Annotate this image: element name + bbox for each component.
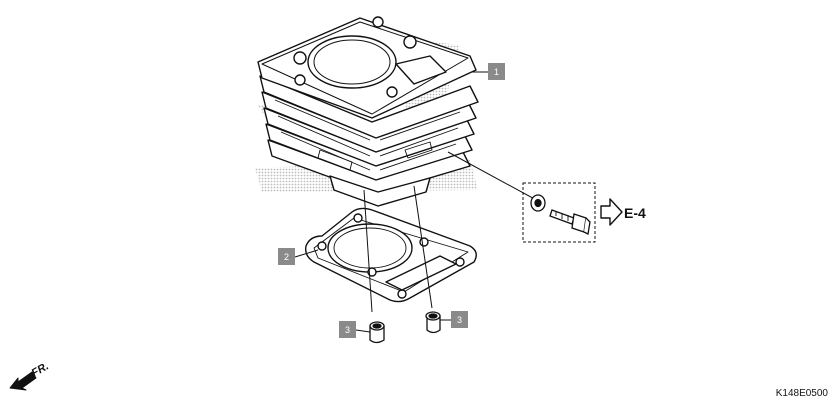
bolt-leader-line <box>447 151 541 203</box>
bolt-group-dashed-box <box>522 182 596 243</box>
front-direction-indicator: FR. <box>9 360 51 391</box>
cylinder-base-gasket <box>304 207 477 303</box>
reference-arrow-icon <box>600 198 623 226</box>
alignment-lines <box>363 185 433 313</box>
callout-number: 1 <box>494 67 499 77</box>
front-arrow-icon <box>9 371 37 391</box>
dowel-pin-right <box>425 311 441 334</box>
bolt <box>549 209 591 235</box>
dowel-pin-left <box>369 321 385 344</box>
washer <box>530 194 546 212</box>
diagram-code: K148E0500 <box>776 388 829 399</box>
cylinder-part <box>257 16 479 207</box>
callout-3-left: 3 <box>339 321 371 338</box>
callout-number: 3 <box>457 315 462 325</box>
callout-2: 2 <box>278 248 319 265</box>
direction-label: FR. <box>30 360 51 379</box>
reference-label: E-4 <box>624 205 646 221</box>
callout-1: 1 <box>472 63 505 80</box>
callout-number: 2 <box>284 252 289 262</box>
callout-number: 3 <box>345 325 350 335</box>
callout-3-right: 3 <box>440 311 468 328</box>
